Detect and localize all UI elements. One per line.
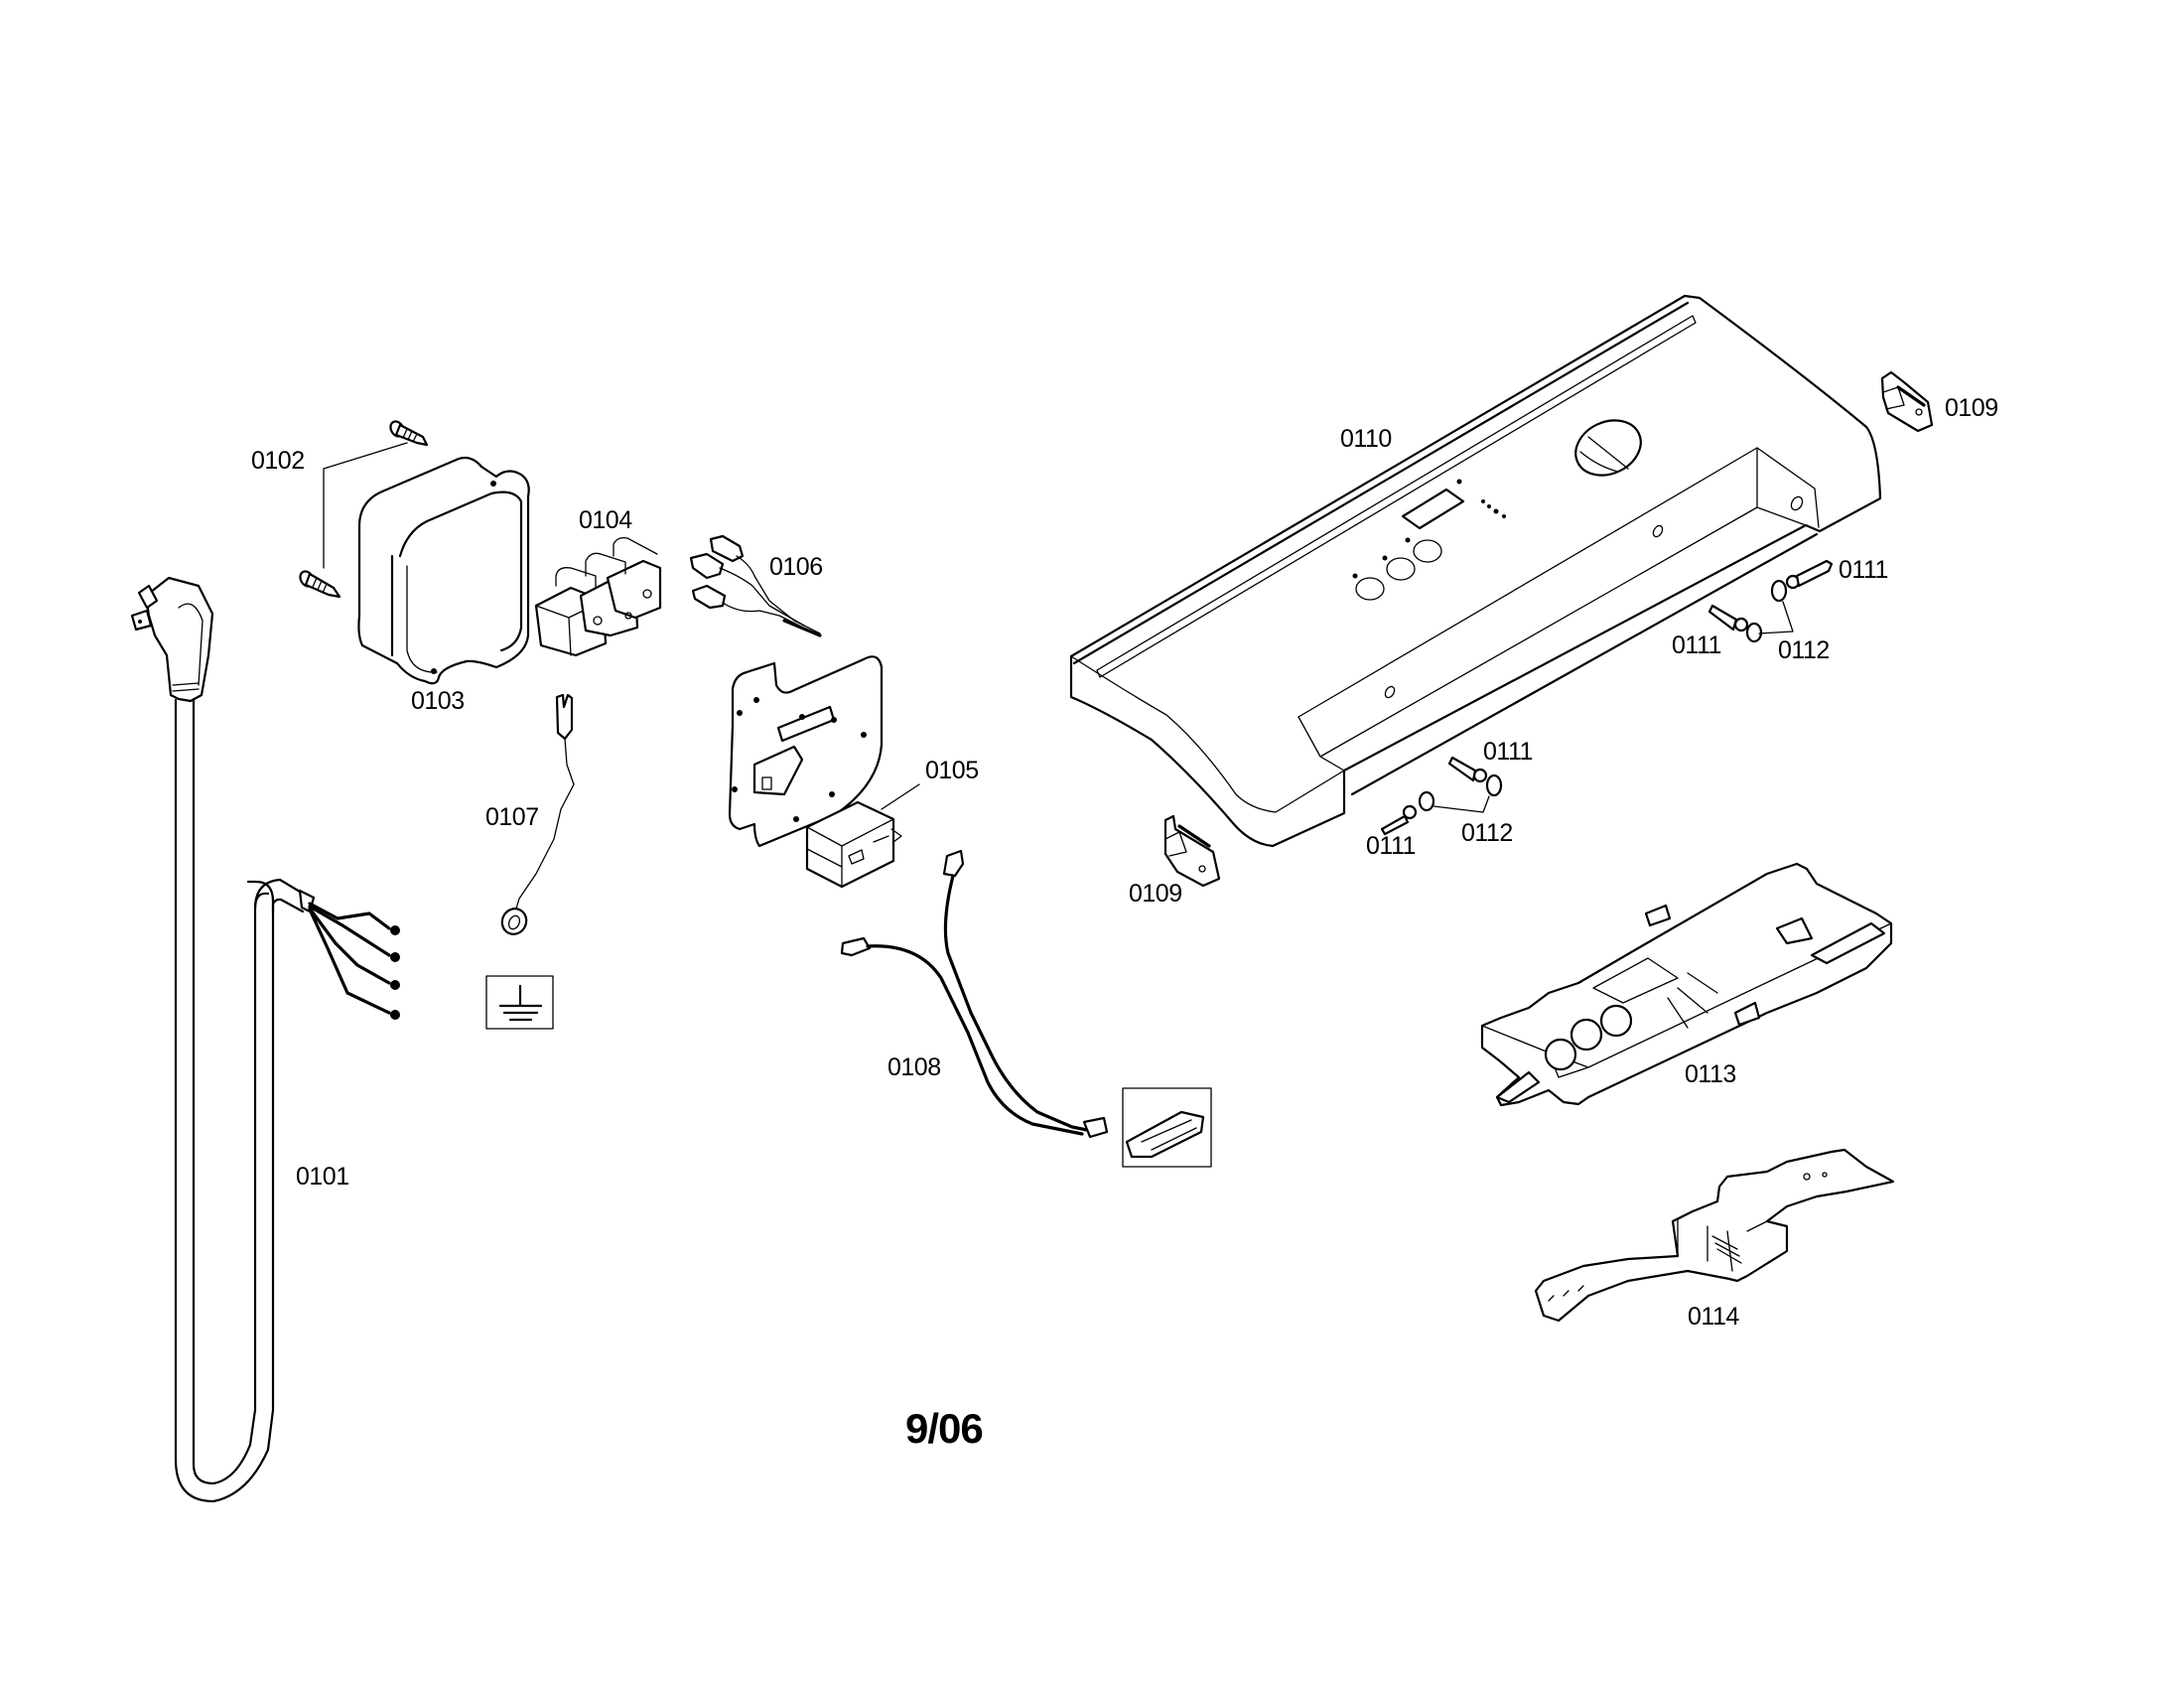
- callout-0112-lower[interactable]: 0112: [1461, 819, 1513, 847]
- wire-harness-part[interactable]: [840, 849, 1109, 1139]
- leader-line: [881, 783, 920, 810]
- switch-block-part[interactable]: [534, 536, 662, 657]
- power-cord-part[interactable]: [130, 576, 400, 1503]
- callout-0111-b[interactable]: 0111: [1672, 632, 1721, 659]
- callout-0101[interactable]: 0101: [296, 1163, 349, 1191]
- fasteners-lower-part[interactable]: [1380, 756, 1503, 836]
- callout-0104[interactable]: 0104: [579, 506, 632, 534]
- revision-code: 9/06: [905, 1405, 984, 1452]
- callout-0103[interactable]: 0103: [411, 687, 465, 715]
- callout-0105[interactable]: 0105: [925, 757, 979, 784]
- callout-0110[interactable]: 0110: [1340, 425, 1392, 453]
- callout-0111-c[interactable]: 0111: [1483, 738, 1533, 766]
- screw-icon: [1380, 804, 1418, 836]
- leader-line: [1433, 795, 1490, 813]
- wire-set-part[interactable]: [689, 534, 822, 637]
- screw-icon: [389, 420, 429, 447]
- bracket-part[interactable]: [1534, 1148, 1895, 1323]
- display-icon: [1401, 488, 1465, 530]
- relay-bracket-part[interactable]: [728, 655, 920, 889]
- ground-symbol-icon: [485, 975, 554, 1030]
- callout-0109-right[interactable]: 0109: [1945, 394, 1998, 422]
- control-panel-part[interactable]: [1069, 294, 1882, 848]
- callout-0111-d[interactable]: 0111: [1366, 832, 1416, 860]
- cap-icon: [1770, 579, 1788, 603]
- clip-right-part[interactable]: [1880, 370, 1934, 433]
- callout-0111-a[interactable]: 0111: [1839, 556, 1888, 584]
- fasteners-upper-part[interactable]: [1707, 559, 1834, 643]
- callout-0107[interactable]: 0107: [485, 803, 539, 831]
- cap-icon: [1418, 790, 1435, 812]
- screw-icon: [1447, 756, 1488, 783]
- callout-0112-upper[interactable]: 0112: [1778, 636, 1830, 664]
- leader-line: [323, 442, 408, 569]
- screw-icon: [1707, 604, 1749, 632]
- callout-0113[interactable]: 0113: [1685, 1060, 1736, 1088]
- cover-screws-part[interactable]: [298, 419, 429, 599]
- buttons-icon: [1352, 537, 1442, 601]
- screw-icon: [299, 570, 341, 599]
- callout-0109-left[interactable]: 0109: [1129, 880, 1182, 908]
- ground-wire-part[interactable]: [498, 693, 575, 938]
- control-module-part[interactable]: [1480, 862, 1893, 1107]
- leader-line: [1758, 601, 1794, 634]
- terminal-cover-part[interactable]: [357, 456, 530, 685]
- plug-icon: [130, 576, 214, 703]
- cap-icon: [1745, 622, 1763, 643]
- callout-0108[interactable]: 0108: [887, 1053, 941, 1081]
- callout-0106[interactable]: 0106: [769, 553, 823, 581]
- clip-left-part[interactable]: [1163, 814, 1221, 888]
- callout-0114[interactable]: 0114: [1688, 1303, 1739, 1331]
- screw-icon: [1785, 559, 1834, 590]
- callout-0102[interactable]: 0102: [251, 447, 305, 475]
- connector-detail-icon: [1122, 1087, 1212, 1168]
- cap-icon: [1485, 773, 1503, 797]
- knob-icon: [1574, 419, 1642, 477]
